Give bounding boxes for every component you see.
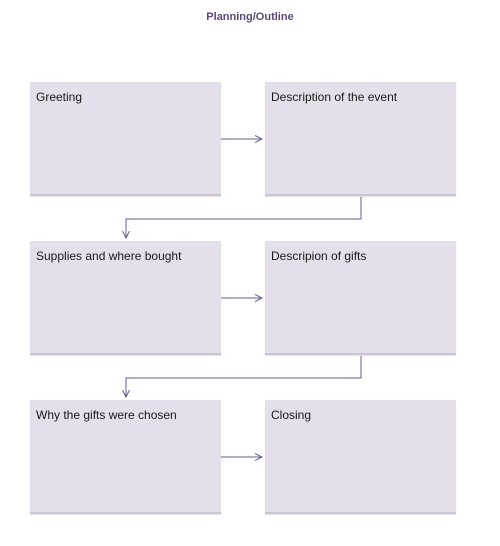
box-label: Closing	[271, 408, 312, 422]
box-label: Descripion of gifts	[271, 249, 367, 263]
box-description-of-event: Description of the event	[265, 82, 456, 196]
arrow-event-to-supplies	[126, 197, 362, 238]
box-closing: Closing	[265, 400, 456, 514]
page-title: Planning/Outline	[206, 11, 294, 23]
box-supplies: Supplies and where bought	[30, 241, 221, 355]
box-label: Greeting	[36, 90, 83, 104]
box-why-gifts-chosen: Why the gifts were chosen	[30, 400, 221, 514]
box-label: Supplies and where bought	[36, 249, 182, 263]
arrow-gifts-to-why	[126, 356, 362, 397]
box-label: Description of the event	[271, 90, 398, 104]
box-label: Why the gifts were chosen	[36, 408, 177, 422]
box-description-of-gifts: Descripion of gifts	[265, 241, 456, 355]
box-greeting: Greeting	[30, 82, 221, 196]
